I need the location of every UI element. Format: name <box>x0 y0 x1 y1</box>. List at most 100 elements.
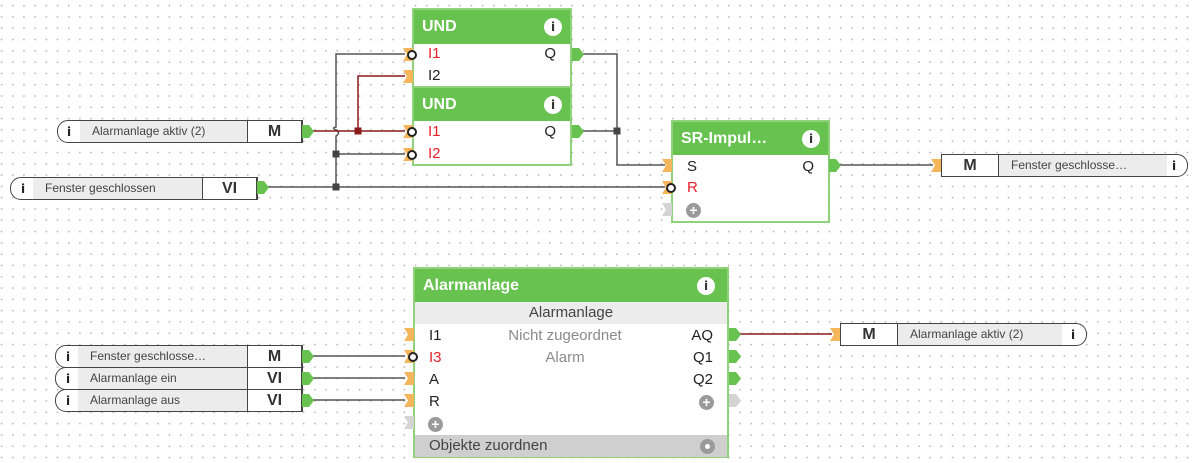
output-pin-q2[interactable]: Q2 <box>692 371 713 388</box>
assign-objects-footer[interactable]: Objekte zuordnen <box>415 435 727 457</box>
variable-label: Fenster geschlosse… <box>78 346 248 367</box>
output-pin-q[interactable]: Q <box>544 123 556 140</box>
variable-type: M <box>942 155 999 176</box>
input-pin-i1[interactable]: I1 <box>428 123 441 140</box>
add-input-plus-icon[interactable]: + <box>428 417 443 432</box>
block-header[interactable]: Alarmanlage i <box>415 269 727 302</box>
negation-circle-icon <box>407 150 417 160</box>
alarmanlage-block[interactable]: Alarmanlage i Alarmanlage I1 I3 A R + Ni… <box>413 267 729 458</box>
wire-alarm-aktiv-to-und1-i2[interactable] <box>357 75 405 131</box>
output-connector[interactable] <box>302 394 314 407</box>
junction-dot <box>613 127 621 135</box>
output-connector[interactable] <box>829 159 841 172</box>
variable-label: Alarmanlage aus <box>78 390 248 411</box>
status-alarm: Alarm <box>545 349 585 366</box>
input-variable-fenster-geschlossen[interactable]: i Fenster geschlossen VI <box>10 177 258 200</box>
block-header[interactable]: SR-Impul… i <box>673 122 828 155</box>
add-output-plus-icon[interactable]: + <box>699 395 714 410</box>
output-pin-aq[interactable]: AQ <box>691 327 713 344</box>
wire-fenster-trunk[interactable] <box>332 53 406 187</box>
info-icon[interactable]: i <box>802 130 820 148</box>
input-connector[interactable] <box>404 372 414 385</box>
variable-type: M <box>841 324 898 345</box>
info-icon[interactable]: i <box>65 350 71 364</box>
wire-und1-q-to-sr-s[interactable] <box>583 53 665 166</box>
negation-circle-icon <box>666 183 676 193</box>
info-icon[interactable]: i <box>20 182 26 196</box>
block-title: UND <box>422 18 457 35</box>
input-pin-s[interactable]: S <box>687 158 698 175</box>
variable-label: Alarmanlage ein <box>78 368 248 389</box>
info-icon[interactable]: i <box>544 18 562 36</box>
block-title: Alarmanlage <box>423 277 520 294</box>
und-block-1[interactable]: UND i I1 I2 Q <box>412 8 572 88</box>
status-not-assigned: Nicht zugeordnet <box>508 327 622 344</box>
info-icon[interactable]: i <box>66 125 72 139</box>
unused-input-connector[interactable] <box>404 416 414 429</box>
output-variable-fenster-geschlossen[interactable]: M Fenster geschlosse… i <box>941 154 1188 177</box>
input-connector[interactable] <box>404 328 414 341</box>
info-icon[interactable]: i <box>1070 328 1076 342</box>
junction-dot <box>332 150 340 158</box>
variable-label: Fenster geschlosse… <box>999 155 1167 176</box>
input-connector[interactable] <box>404 394 414 407</box>
info-icon[interactable]: i <box>65 372 71 386</box>
und-block-2[interactable]: UND i I1 I2 Q <box>412 86 572 166</box>
output-pin-q[interactable]: Q <box>544 45 556 62</box>
input-pin-i2[interactable]: I2 <box>428 67 441 84</box>
input-pin-i1[interactable]: I1 <box>428 45 441 62</box>
variable-type: M <box>247 121 302 142</box>
input-connector[interactable] <box>662 159 672 172</box>
unused-input-connector[interactable] <box>662 203 672 216</box>
variable-type: VI <box>247 368 302 389</box>
junction-dot <box>332 183 340 191</box>
info-icon[interactable]: i <box>1171 159 1177 173</box>
output-connector[interactable] <box>302 372 314 385</box>
output-variable-alarmanlage-aktiv[interactable]: M Alarmanlage aktiv (2) i <box>840 323 1087 346</box>
input-pin-a[interactable]: A <box>429 371 440 388</box>
output-connector[interactable] <box>729 328 741 341</box>
add-input-plus-icon[interactable]: + <box>686 203 701 218</box>
input-variable-alarmanlage-aus[interactable]: i Alarmanlage aus VI <box>55 389 303 412</box>
block-header[interactable]: UND i <box>414 10 570 44</box>
info-icon[interactable]: i <box>65 394 71 408</box>
negation-circle-icon <box>407 127 417 137</box>
output-connector[interactable] <box>257 181 269 194</box>
input-connector[interactable] <box>403 70 413 83</box>
info-icon[interactable]: i <box>697 277 715 295</box>
input-variable-alarmanlage-ein[interactable]: i Alarmanlage ein VI <box>55 367 303 390</box>
info-icon[interactable]: i <box>544 96 562 114</box>
negation-circle-icon <box>408 352 418 362</box>
input-connector[interactable] <box>931 159 941 172</box>
variable-type: VI <box>247 390 302 411</box>
variable-label: Alarmanlage aktiv (2) <box>80 121 248 142</box>
output-connector[interactable] <box>572 48 584 61</box>
input-pin-i3[interactable]: I3 <box>429 349 442 366</box>
output-connector[interactable] <box>572 125 584 138</box>
unused-output-connector[interactable] <box>729 394 741 407</box>
block-header[interactable]: UND i <box>414 88 570 121</box>
gear-icon[interactable] <box>700 439 715 454</box>
input-pin-i2[interactable]: I2 <box>428 145 441 162</box>
input-variable-alarmanlage-aktiv[interactable]: i Alarmanlage aktiv (2) M <box>57 120 303 143</box>
output-connector[interactable] <box>302 350 314 363</box>
sr-impulse-block[interactable]: SR-Impul… i S R + Q <box>671 120 830 223</box>
input-pin-r[interactable]: R <box>429 393 440 410</box>
junction-dot-active <box>354 127 362 135</box>
variable-label: Alarmanlage aktiv (2) <box>898 324 1062 345</box>
variable-type: M <box>247 346 302 367</box>
output-connector[interactable] <box>302 125 314 138</box>
negation-circle-icon <box>407 50 417 60</box>
input-variable-fenster-geschlossen-m[interactable]: i Fenster geschlosse… M <box>55 345 303 368</box>
input-pin-i1[interactable]: I1 <box>429 327 442 344</box>
input-connector[interactable] <box>830 328 840 341</box>
output-pin-q[interactable]: Q <box>802 158 814 175</box>
assign-objects-label: Objekte zuordnen <box>429 437 548 454</box>
output-connector[interactable] <box>729 372 741 385</box>
output-pin-q1[interactable]: Q1 <box>692 349 713 366</box>
block-title: SR-Impul… <box>681 130 768 147</box>
block-subtitle: Alarmanlage <box>415 302 727 324</box>
input-pin-r[interactable]: R <box>687 179 698 196</box>
output-connector[interactable] <box>729 350 741 363</box>
variable-type: VI <box>202 178 257 199</box>
